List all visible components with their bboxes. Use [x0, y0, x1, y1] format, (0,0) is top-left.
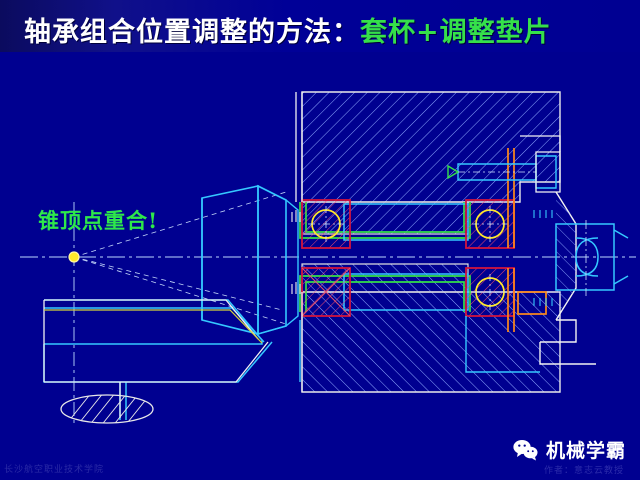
- title-green-part: 套杯+调整垫片: [360, 17, 552, 48]
- bevel-pinion-cone: [201, 184, 299, 336]
- bolt-head-outline: [520, 135, 561, 193]
- upper-tapered-bearing: [301, 199, 351, 249]
- wechat-icon: [513, 439, 538, 460]
- projection-lines: [73, 191, 287, 325]
- lower-skirt: [299, 316, 540, 382]
- brand-name: 机械学霸: [545, 440, 626, 462]
- title-white-part: 轴承组合位置调整的方法：: [24, 17, 360, 48]
- shaft-edge-highlight: [43, 299, 269, 418]
- section-indicator-ellipse: [60, 394, 154, 424]
- watermark-text: 长沙航空职业技术学院: [4, 464, 105, 474]
- page-title: 轴承组合位置调整的方法：套杯+调整垫片: [24, 10, 552, 49]
- spline-detail: [533, 210, 553, 306]
- upper-tapered-bearing-2: [465, 199, 515, 249]
- lower-tapered-bearing: [301, 267, 351, 317]
- assembly-drawing: [20, 91, 636, 424]
- housing-boundaries: [295, 92, 303, 392]
- title-bar: [0, 0, 640, 52]
- shaft-chamfer-line: [44, 309, 263, 344]
- output-shaft-end: [555, 220, 629, 296]
- brand-logo: 机械学霸: [513, 436, 626, 463]
- lower-tapered-bearing-2: [465, 267, 515, 317]
- right-flange-hatch: [556, 192, 576, 320]
- seal-spring-detail: [291, 210, 301, 294]
- cone-apex-annotation: 锥顶点重合!: [38, 208, 159, 233]
- brand-subtitle: 作者：意志云教授: [543, 465, 624, 475]
